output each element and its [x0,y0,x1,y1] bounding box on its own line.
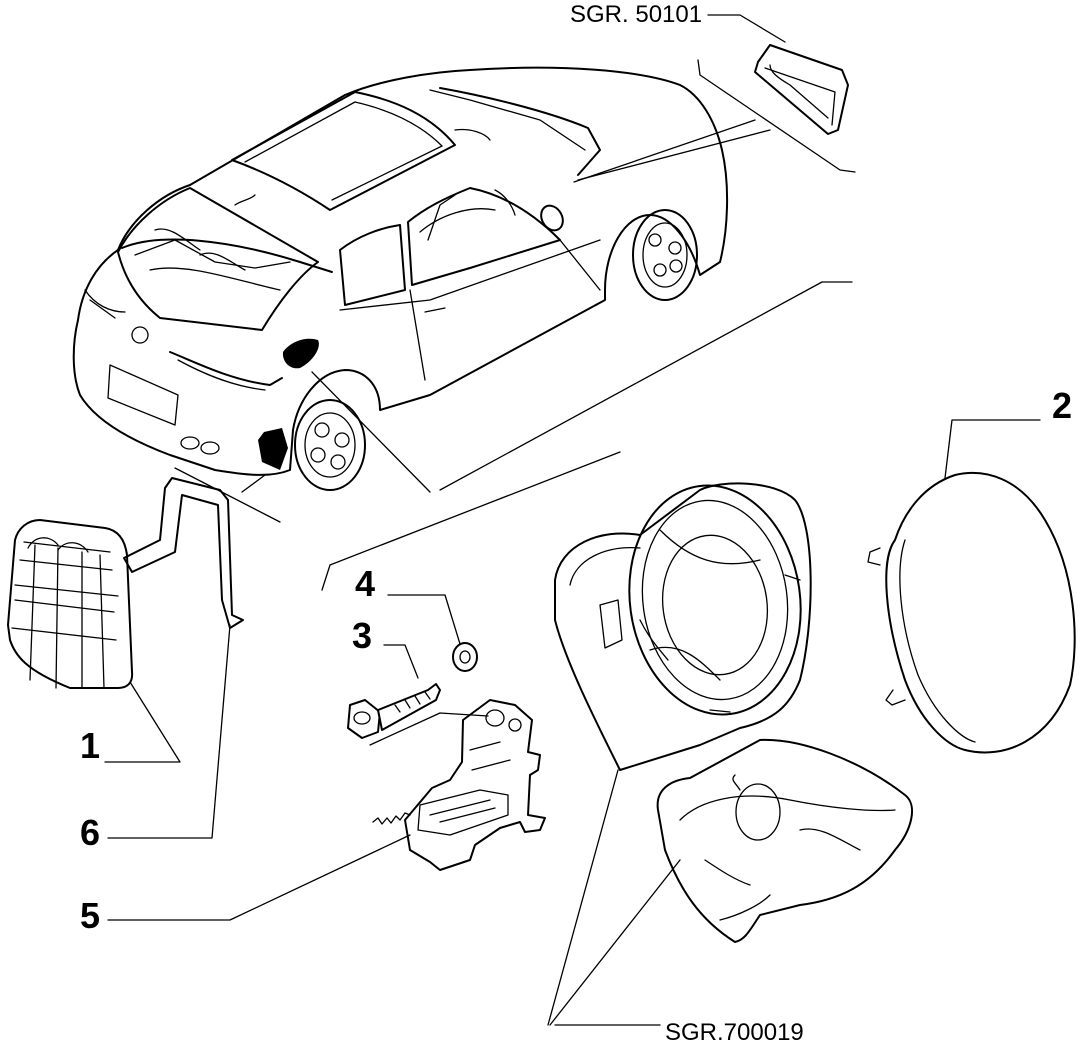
leader-lines [104,14,1041,1026]
fuel-filler-housing [554,482,913,943]
seal-strip [123,477,244,629]
callout-number-2: 2 [1052,385,1072,426]
washer [452,642,478,672]
reference-label-top: SGR. 50101 [570,1,702,28]
rear-vent-grille [7,519,134,689]
callout-number-6: 6 [80,812,100,853]
rear-vent-highlight [258,428,288,470]
car-illustration [72,66,729,491]
latch-actuator [372,699,546,871]
fuel-flap [867,471,1076,754]
top-vent-part [754,44,849,135]
fuel-flap-highlight [282,338,319,369]
callout-number-3: 3 [352,615,372,656]
screw [347,683,441,739]
reference-label-bottom: SGR.700019 [665,1019,804,1044]
callout-number-4: 4 [355,563,375,604]
callout-number-5: 5 [80,895,100,936]
callout-number-1: 1 [80,725,100,766]
